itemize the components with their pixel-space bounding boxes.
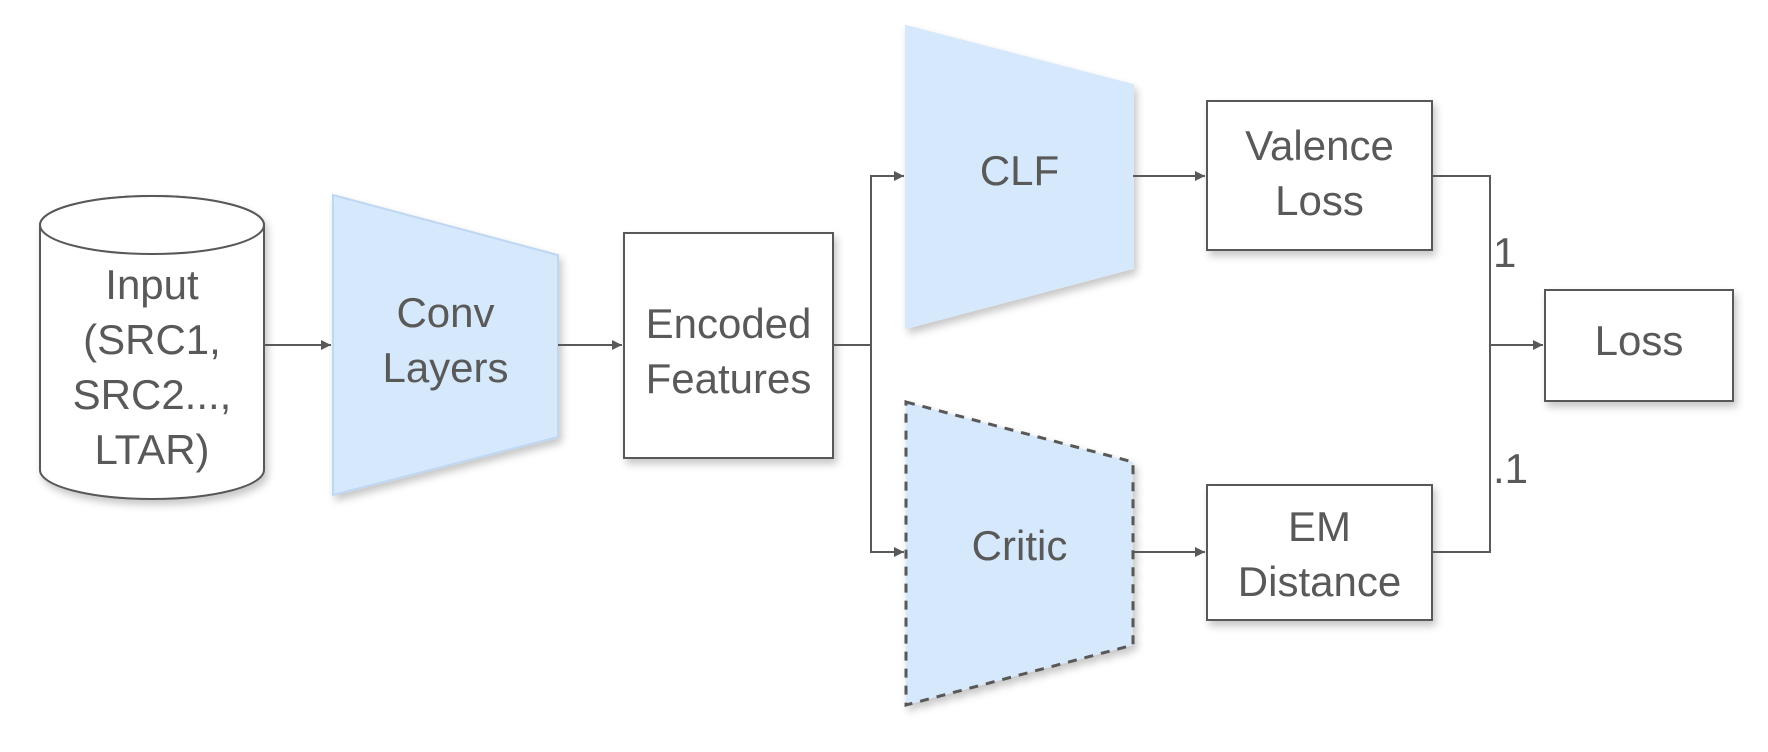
critic-label: Critic	[906, 515, 1133, 575]
valence-loss-label: Valence Loss	[1207, 113, 1432, 233]
encoded-features-label: Encoded Features	[624, 293, 833, 408]
critic-label-line-1: Critic	[971, 521, 1068, 569]
encoded-features-box	[623, 232, 834, 459]
weight-label-valence: 1	[1493, 229, 1517, 276]
clf-label: CLF	[906, 140, 1133, 200]
conv-label-line-1: Conv	[396, 289, 495, 336]
em-distance-label: EM Distance	[1207, 494, 1432, 614]
input-label-line-4: LTAR)	[94, 426, 210, 473]
input-label-line-2: (SRC1,	[83, 316, 221, 363]
loss-box	[1544, 289, 1734, 402]
input-label: Input (SRC1, SRC2..., LTAR)	[40, 252, 264, 482]
em-distance-box	[1206, 484, 1433, 621]
em-distance-label-line-1: EM	[1288, 503, 1351, 550]
loss-label-line-1: Loss	[1594, 316, 1684, 364]
loss-label: Loss	[1545, 310, 1733, 370]
conv-layers-trapezoid	[332, 193, 559, 497]
edge-valence-loss-merge	[1432, 175, 1491, 345]
edge-encoded-clf	[870, 171, 904, 345]
weight-label-em-distance: .1	[1493, 445, 1529, 492]
valence-loss-box	[1206, 100, 1433, 251]
em-distance-label-line-2: Distance	[1237, 558, 1402, 605]
valence-loss-label-line-2: Loss	[1275, 177, 1364, 224]
clf-trapezoid	[905, 24, 1134, 330]
valence-loss-label-line-1: Valence	[1245, 122, 1394, 169]
encoded-label-line-1: Encoded	[645, 299, 812, 347]
edge-em-distance-merge	[1432, 345, 1491, 553]
input-label-line-1: Input	[105, 261, 199, 308]
conv-label-line-2: Layers	[382, 344, 509, 391]
edge-encoded-critic	[870, 345, 904, 557]
clf-label-line-1: CLF	[979, 146, 1060, 194]
conv-layers-label: Conv Layers	[333, 280, 558, 400]
encoded-label-line-2: Features	[645, 354, 812, 402]
input-cylinder	[39, 195, 265, 500]
input-label-line-3: SRC2...,	[72, 371, 232, 418]
critic-trapezoid	[904, 400, 1135, 707]
